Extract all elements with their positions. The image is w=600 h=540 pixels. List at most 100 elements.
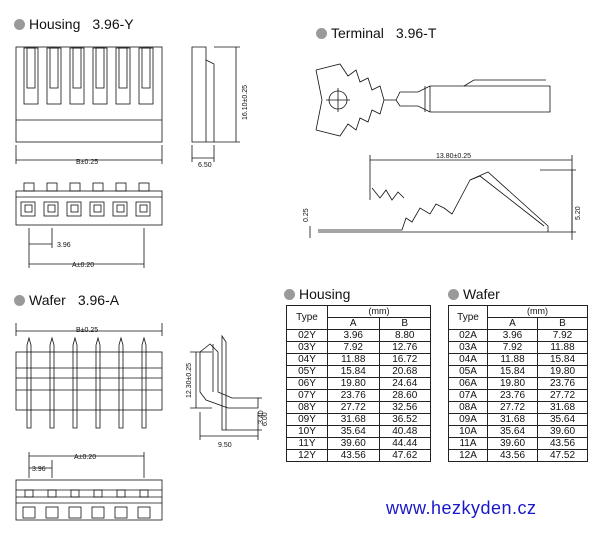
type-cell: 05Y xyxy=(286,365,328,378)
housing-dim-a: A±0.20 xyxy=(72,262,94,269)
a-cell: 19.80 xyxy=(327,377,380,390)
b-cell: 27.72 xyxy=(537,389,588,402)
housing-dim-depth: 6.50 xyxy=(198,162,212,169)
type-cell: 11Y xyxy=(286,437,328,450)
b-cell: 8.80 xyxy=(378,329,431,342)
a-cell: 19.80 xyxy=(487,377,538,390)
housing-slots xyxy=(23,47,154,105)
housing-dim-pitch: 3.96 xyxy=(57,242,71,249)
type-cell: 07Y xyxy=(286,389,328,402)
wafer-front-view xyxy=(15,323,163,429)
wafer-code: 3.96-A xyxy=(77,292,120,308)
wafer-title: Wafer xyxy=(29,292,66,308)
a-cell: 3.96 xyxy=(327,329,380,342)
type-cell: 07A xyxy=(448,389,488,402)
type-cell: 04A xyxy=(448,353,488,366)
website-link[interactable]: www.hezkyden.cz xyxy=(386,498,537,518)
housing-table-title-text: Housing xyxy=(299,286,351,302)
terminal-top-view xyxy=(315,63,551,137)
wafer-dim-a: A±0.20 xyxy=(74,454,96,461)
b-cell: 43.56 xyxy=(537,437,588,450)
a-cell: 3.96 xyxy=(487,329,538,342)
a-cell: 7.92 xyxy=(327,341,380,354)
b-cell: 47.52 xyxy=(537,449,588,462)
type-cell: 05A xyxy=(448,365,488,378)
type-cell: 08Y xyxy=(286,401,328,414)
col-b: B xyxy=(537,317,588,330)
b-cell: 39.60 xyxy=(537,425,588,438)
col-unit: (mm) xyxy=(327,305,431,318)
terminal-section-title: Terminal 3.96-T xyxy=(316,25,436,41)
type-cell: 12Y xyxy=(286,449,328,462)
a-cell: 43.56 xyxy=(487,449,538,462)
b-cell: 16.72 xyxy=(378,353,431,366)
type-cell: 08A xyxy=(448,401,488,414)
housing-bottom-view xyxy=(15,182,163,268)
col-type: Type xyxy=(286,305,328,330)
terminal-code: 3.96-T xyxy=(395,25,437,41)
bullet-icon xyxy=(14,294,25,306)
b-cell: 31.68 xyxy=(537,401,588,414)
wafer-pins xyxy=(26,336,147,429)
type-cell: 02A xyxy=(448,329,488,342)
bullet-icon xyxy=(284,288,295,300)
type-cell: 12A xyxy=(448,449,488,462)
b-cell: 36.52 xyxy=(378,413,431,426)
type-cell: 10Y xyxy=(286,425,328,438)
a-cell: 39.60 xyxy=(327,437,380,450)
b-cell: 7.92 xyxy=(537,329,588,342)
b-cell: 15.84 xyxy=(537,353,588,366)
wafer-table-title-text: Wafer xyxy=(463,286,500,302)
bullet-icon xyxy=(316,27,327,39)
type-cell: 06A xyxy=(448,377,488,390)
a-cell: 27.72 xyxy=(487,401,538,414)
a-cell: 43.56 xyxy=(327,449,380,462)
a-cell: 11.88 xyxy=(327,353,380,366)
a-cell: 31.68 xyxy=(327,413,380,426)
wafer-dim-depth: 9.50 xyxy=(218,442,232,449)
b-cell: 28.60 xyxy=(378,389,431,402)
terminal-side-view xyxy=(309,155,576,240)
b-cell: 47.62 xyxy=(378,449,431,462)
b-cell: 11.88 xyxy=(537,341,588,354)
type-cell: 04Y xyxy=(286,353,328,366)
a-cell: 23.76 xyxy=(327,389,380,402)
terminal-dim-height: 5.20 xyxy=(575,206,582,220)
col-unit: (mm) xyxy=(487,305,588,318)
bullet-icon xyxy=(14,18,25,30)
b-cell: 12.76 xyxy=(378,341,431,354)
b-cell: 44.44 xyxy=(378,437,431,450)
col-a: A xyxy=(487,317,538,330)
a-cell: 15.84 xyxy=(487,365,538,378)
housing-title: Housing xyxy=(29,16,81,32)
a-cell: 15.84 xyxy=(327,365,380,378)
terminal-title: Terminal xyxy=(331,25,384,41)
a-cell: 23.76 xyxy=(487,389,538,402)
col-a: A xyxy=(327,317,380,330)
bullet-icon xyxy=(448,288,459,300)
housing-code: 3.96-Y xyxy=(92,16,134,32)
a-cell: 39.60 xyxy=(487,437,538,450)
type-cell: 10A xyxy=(448,425,488,438)
a-cell: 35.64 xyxy=(487,425,538,438)
